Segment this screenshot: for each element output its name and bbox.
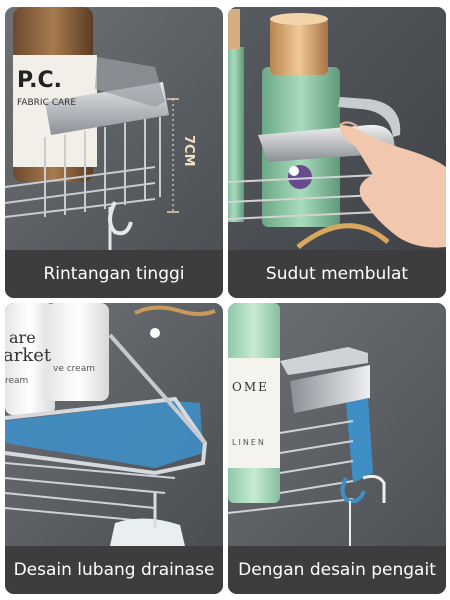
product-photo-hook-design: OME LINEN xyxy=(228,303,446,546)
caption-high-barrier: Rintangan tinggi xyxy=(5,250,223,298)
panel-hook-design: OME LINEN Dengan desain pengait xyxy=(228,303,446,594)
tube-text-c: ream xyxy=(5,376,28,386)
bottle-text-a: OME xyxy=(232,380,269,394)
panel-high-barrier: 7CM P.C. FABRIC CARE Rintangan tinggi xyxy=(5,7,223,298)
product-photo-drainage-holes: are arket ream ve cream xyxy=(5,303,223,546)
product-photo-high-barrier: 7CM P.C. FABRIC CARE xyxy=(5,7,223,250)
product-photo-rounded-corner xyxy=(228,7,446,250)
caption-drainage-holes: Desain lubang drainase xyxy=(5,546,223,594)
caption-rounded-corner: Sudut membulat xyxy=(228,250,446,298)
tube-text-a: are xyxy=(9,328,36,347)
panel-drainage-holes: are arket ream ve cream Desain lubang dr… xyxy=(5,303,223,594)
height-marker-label: 7CM xyxy=(181,135,196,167)
caption-hook-design: Dengan desain pengait xyxy=(228,546,446,594)
bottle-label-subtitle: FABRIC CARE xyxy=(17,98,76,108)
panel-rounded-corner: Sudut membulat xyxy=(228,7,446,298)
bottle-label-brand: P.C. xyxy=(17,68,62,93)
bottle-text-b: LINEN xyxy=(232,438,266,447)
tube2-text: ve cream xyxy=(53,364,95,374)
tube-text-b: arket xyxy=(5,345,52,366)
